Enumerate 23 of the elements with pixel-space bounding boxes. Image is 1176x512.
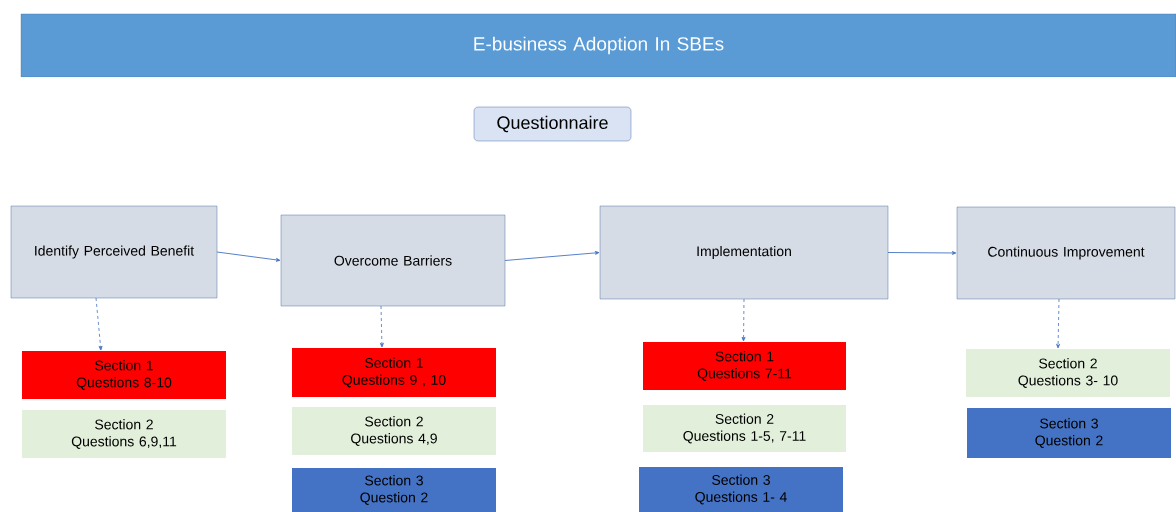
section-box: Section 2 Questions 1-5, 7-11 <box>643 405 846 452</box>
section-box: Section 2 Questions 6,9,11 <box>22 410 226 458</box>
questionnaire-box: Questionnaire <box>473 106 632 142</box>
arrow <box>216 251 281 262</box>
section-box: Section 1 Questions 9 , 10 <box>292 348 496 397</box>
arrow <box>95 297 103 351</box>
section-box: Section 3 Question 2 <box>967 408 1171 458</box>
section-box: Section 3 Question 2 <box>292 468 496 512</box>
stage-box: Continuous Improvement <box>956 206 1176 300</box>
stage-box: Implementation <box>599 205 889 300</box>
arrow <box>379 305 384 348</box>
stage-box: Overcome Barriers <box>280 214 506 307</box>
section-box: Section 2 Questions 3- 10 <box>966 349 1170 397</box>
arrow <box>504 251 600 261</box>
arrow <box>887 251 957 255</box>
arrow <box>741 298 746 342</box>
section-box: Section 1 Questions 7-11 <box>643 342 846 390</box>
title-band: E-business Adoption In SBEs <box>20 13 1176 78</box>
section-box: Section 1 Questions 8-10 <box>22 351 226 399</box>
section-box: Section 3 Questions 1- 4 <box>639 467 843 512</box>
stage-box: Identify Perceived Benefit <box>10 205 218 299</box>
arrow <box>1056 298 1061 349</box>
section-box: Section 2 Questions 4,9 <box>292 407 496 455</box>
